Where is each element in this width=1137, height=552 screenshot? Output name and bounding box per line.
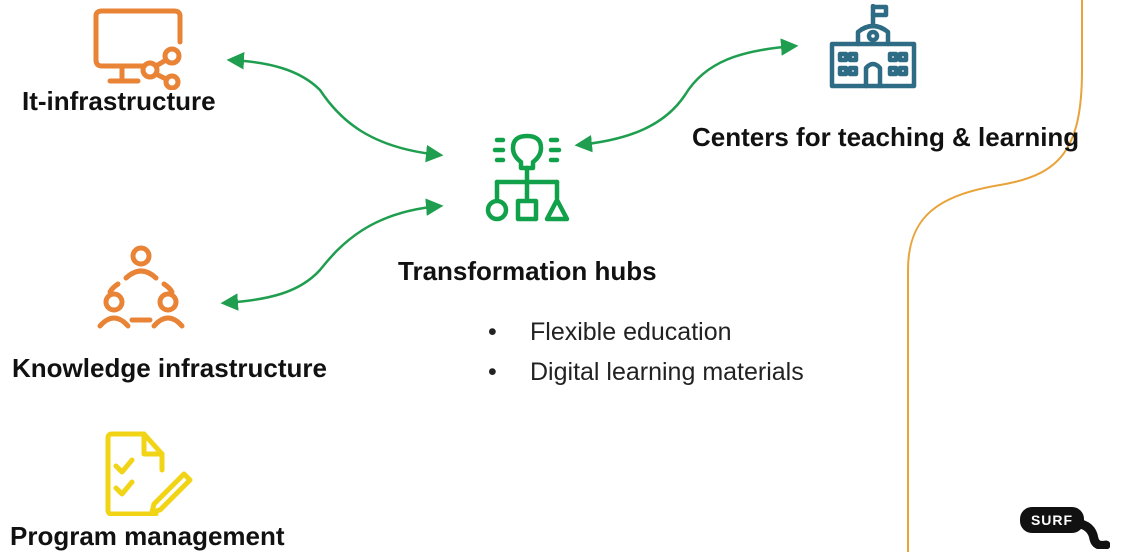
idea-hierarchy-icon [485,133,570,222]
knowledge-infrastructure-label: Knowledge infrastructure [12,353,327,383]
program-management-label: Program management [10,521,285,551]
surf-logo-text: SURF [1030,512,1074,528]
surf-logo: SURF [1020,505,1110,549]
transformation-hubs-bullets: Flexible education Digital learning mate… [488,312,804,392]
transformation-hubs-label: Transformation hubs [398,256,657,286]
arrow-hub-to-it-infrastructure [226,51,444,163]
monitor-network-icon [93,8,183,90]
people-network-icon [97,245,185,329]
arrow-hub-to-knowledge-infrastructure [220,198,444,311]
checklist-document-icon [105,431,193,516]
surf-logo-shape [1020,507,1110,549]
bullet-digital-learning-materials: Digital learning materials [488,352,804,392]
it-infrastructure-label: It-infrastructure [22,86,216,116]
arrow-hub-to-centers [574,38,799,153]
centers-teaching-learning-label: Centers for teaching & learning [692,122,1080,152]
bullet-flexible-education: Flexible education [488,312,804,352]
school-building-icon [829,4,917,89]
divider-line [907,0,1083,552]
